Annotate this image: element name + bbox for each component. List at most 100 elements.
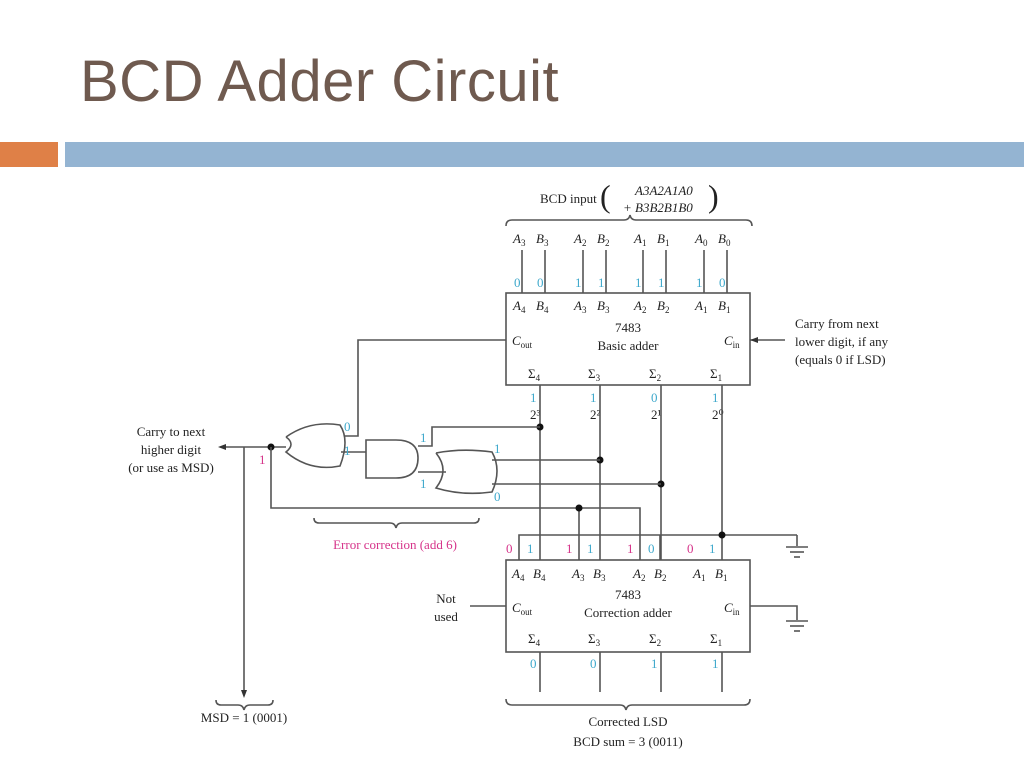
- junction-dot: [718, 531, 726, 539]
- input-pin-value: 1: [658, 275, 665, 290]
- lsd-label-2: BCD sum = 3 (0011): [573, 734, 682, 749]
- basic-adder-input-pin: B3: [597, 298, 610, 315]
- basic-adder-input-pin: B1: [718, 298, 730, 315]
- error-correction-label: Error correction (add 6): [333, 537, 457, 552]
- correction-adder-input-pin: B2: [654, 566, 666, 583]
- basic-adder-input-pin: A2: [633, 298, 646, 315]
- ground-icon: [786, 546, 808, 558]
- lsd-brace: [505, 698, 751, 711]
- input-pin-label: A1: [633, 231, 646, 248]
- basic-adder-output-weight: 2⁰: [712, 407, 724, 422]
- msd-brace: [215, 699, 274, 711]
- carry-in-note-3: (equals 0 if LSD): [795, 352, 886, 367]
- basic-adder-input-pin: B2: [657, 298, 669, 315]
- input-pin-label: B2: [597, 231, 609, 248]
- basic-adder-input-pin: B4: [536, 298, 549, 315]
- input-pin-value: 1: [575, 275, 582, 290]
- correction-adder-output-pin: Σ4: [528, 631, 541, 648]
- bcd-input-bottom: + B3B2B1B0: [623, 200, 693, 215]
- basic-adder-output-value: 0: [651, 390, 658, 405]
- carry-out-note-1: Carry to next: [137, 424, 206, 439]
- not-used-note-1: Not: [436, 591, 456, 606]
- carry-in-note-1: Carry from next: [795, 316, 879, 331]
- carry-out-note-3: (or use as MSD): [128, 460, 214, 475]
- or1-in-bottom-value: 1: [344, 443, 351, 458]
- input-pin-value: 1: [696, 275, 703, 290]
- basic-adder-name: Basic adder: [597, 338, 659, 353]
- ground-bus-wire: [518, 534, 723, 560]
- correction-adder-input-pin: A3: [571, 566, 585, 583]
- basic-adder-output-pin: Σ4: [528, 366, 541, 383]
- arrow-icon: [218, 444, 226, 450]
- input-pin-value: 0: [537, 275, 544, 290]
- carry-out-value: 1: [259, 452, 266, 467]
- basic-adder-output-pin: Σ2: [649, 366, 661, 383]
- corrected-bit-value: 1: [712, 656, 719, 671]
- correction-adder-input-pin: B3: [593, 566, 606, 583]
- correction-adder-output-pin: Σ3: [588, 631, 601, 648]
- bcd-input-top: A3A2A1A0: [634, 183, 693, 198]
- accent-bar-orange: [0, 142, 58, 167]
- input-pin-label: A0: [694, 231, 708, 248]
- input-brace: [505, 214, 753, 227]
- correction-input-a-value: 0: [506, 541, 513, 556]
- basic-adder-output-pin: Σ3: [588, 366, 601, 383]
- basic-adder-input-pin: A4: [512, 298, 526, 315]
- basic-adder-output-value: 1: [530, 390, 537, 405]
- error-correction-brace: [313, 517, 480, 529]
- ground-icon: [786, 620, 808, 632]
- correction-input-a-value: 1: [627, 541, 634, 556]
- or1-in-top-value: 0: [344, 419, 351, 434]
- correction-adder-box: [505, 559, 751, 653]
- correction-adder-chip: 7483: [615, 587, 641, 602]
- bcd-input-label: BCD input: [540, 191, 597, 206]
- or-gate-carry: [284, 423, 346, 469]
- correction-input-b-value: 1: [587, 541, 594, 556]
- input-pin-label: B3: [536, 231, 549, 248]
- basic-adder-input-pin: A1: [694, 298, 707, 315]
- cin-ground-wire: [750, 605, 798, 620]
- input-pin-value: 1: [635, 275, 642, 290]
- and-in-top-value: 1: [420, 430, 427, 445]
- slide-title: BCD Adder Circuit: [80, 49, 560, 114]
- basic-adder-output-value: 1: [590, 390, 597, 405]
- or-gate-correction: [434, 449, 498, 495]
- carry-feedback-wire: [270, 447, 641, 560]
- input-pin-label: A3: [512, 231, 526, 248]
- correction-adder-input-pin: B4: [533, 566, 546, 583]
- corrected-bit-value: 0: [590, 656, 597, 671]
- msd-label: MSD = 1 (0001): [201, 710, 287, 725]
- basic-adder-box: [505, 292, 751, 386]
- correction-adder-input-pin: B1: [715, 566, 727, 583]
- basic-adder-chip: 7483: [615, 320, 641, 335]
- input-pin-value: 0: [719, 275, 726, 290]
- sigma4-to-and-wire: [418, 426, 540, 447]
- correction-adder-input-pin: A1: [692, 566, 705, 583]
- basic-adder-output-value: 1: [712, 390, 719, 405]
- paren-right: ): [708, 178, 719, 214]
- input-pin-label: B0: [718, 231, 731, 248]
- carry-in-note-2: lower digit, if any: [795, 334, 889, 349]
- input-pin-label: A2: [573, 231, 586, 248]
- lsd-label-1: Corrected LSD: [588, 714, 667, 729]
- and-in-bottom-value: 1: [420, 476, 427, 491]
- or2-in-bottom-value: 0: [494, 489, 501, 504]
- and-gate: [365, 439, 419, 479]
- basic-adder-output-pin: Σ1: [710, 366, 722, 383]
- correction-adder-input-pin: A4: [511, 566, 525, 583]
- correction-adder-output-pin: Σ2: [649, 631, 661, 648]
- basic-adder-output-labels: Σ4 Σ3 Σ2 Σ1: [528, 366, 722, 383]
- correction-input-a-value: 0: [687, 541, 694, 556]
- correction-adder-output-pin: Σ1: [710, 631, 722, 648]
- basic-cout-wire: [340, 339, 506, 437]
- correction-input-b-value: 0: [648, 541, 655, 556]
- arrow-icon: [750, 337, 758, 343]
- input-pin-value: 1: [598, 275, 605, 290]
- accent-bar-blue: [65, 142, 1024, 167]
